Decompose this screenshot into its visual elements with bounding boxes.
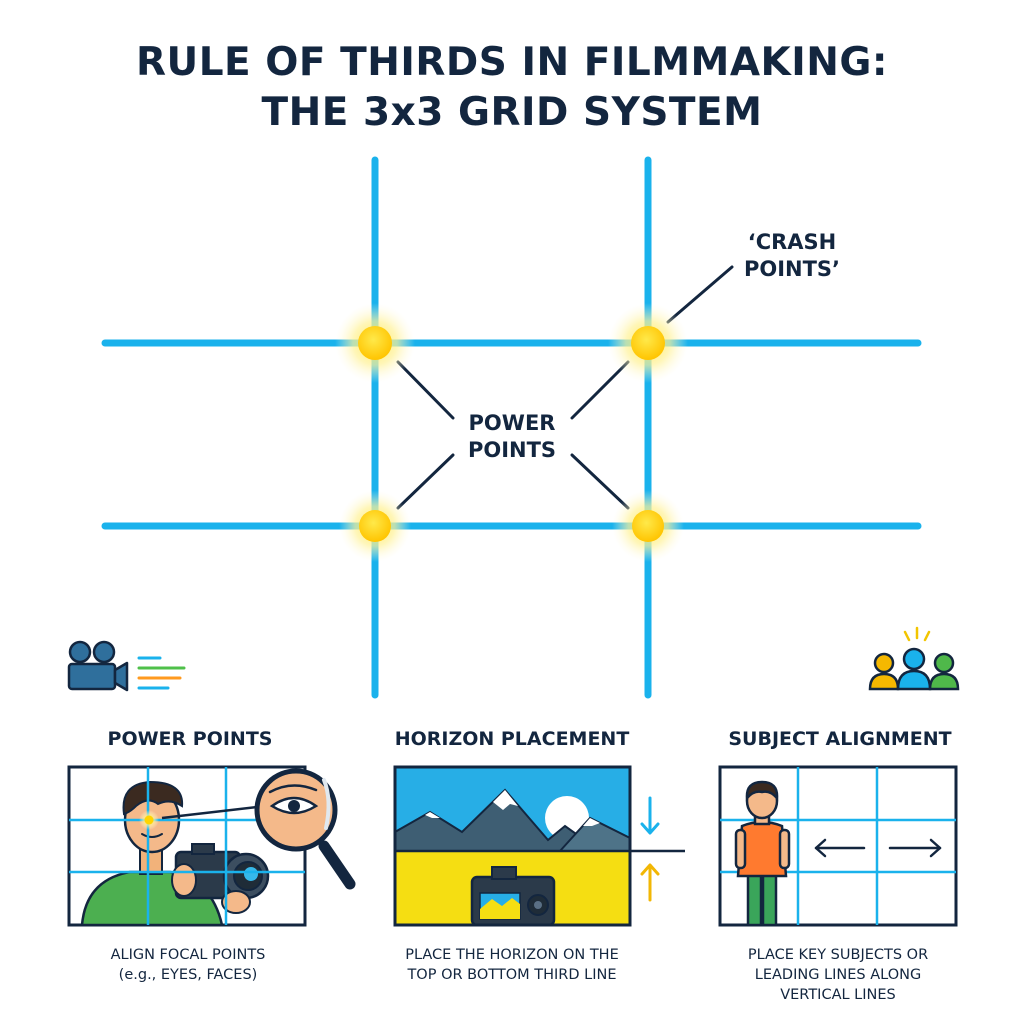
leader-crash <box>666 265 734 324</box>
panel-1-caption-line-1: ALIGN FOCAL POINTS <box>110 947 266 963</box>
crash-label-line-2: POINTS’ <box>744 257 840 281</box>
arrow-up-icon <box>640 863 660 902</box>
sun-icon <box>545 796 589 840</box>
person-icon <box>734 780 791 927</box>
leader-lines <box>396 265 734 510</box>
title-line-1: RULE OF THIRDS IN FILMMAKING: <box>136 40 888 85</box>
arrow-left-icon <box>814 838 866 858</box>
crash-label-line-1: ‘CRASH <box>748 230 837 254</box>
title-line-2: THE 3x3 GRID SYSTEM <box>261 90 763 135</box>
power-label-line-2: POINTS <box>468 438 556 462</box>
panel-1-caption-line-2: (e.g., EYES, FACES) <box>118 967 258 983</box>
leader-top-right <box>570 360 630 420</box>
power-point-bottom-right <box>612 490 684 562</box>
arrow-right-icon <box>888 838 942 858</box>
panel-2-caption: PLACE THE HORIZON ON THE TOP OR BOTTOM T… <box>342 945 682 985</box>
camera-icon <box>171 843 270 914</box>
panel-2-caption-line-2: TOP OR BOTTOM THIRD LINE <box>407 967 617 983</box>
panel-subject-alignment <box>718 765 958 927</box>
leader-top-left <box>396 360 455 420</box>
panel-horizon-placement <box>393 765 685 927</box>
power-label-line-1: POWER <box>469 411 556 435</box>
panel-3-caption: PLACE KEY SUBJECTS OR LEADING LINES ALON… <box>668 945 1008 1005</box>
panel-1-title: POWER POINTS <box>107 728 273 750</box>
camera-icon <box>470 866 556 927</box>
eye-icon <box>268 784 319 815</box>
panel-3-title: SUBJECT ALIGNMENT <box>728 728 952 750</box>
panel-1-leader <box>161 804 267 820</box>
panel-2-frame <box>393 765 632 927</box>
leader-bottom-left <box>396 453 455 510</box>
panel-1-caption: ALIGN FOCAL POINTS (e.g., EYES, FACES) <box>18 945 358 985</box>
power-point-top-left <box>335 303 415 383</box>
power-points <box>335 303 688 562</box>
power-point-top-right <box>608 303 688 383</box>
panel-3-caption-line-2: LEADING LINES ALONG <box>754 967 922 983</box>
power-point-bottom-left <box>339 490 411 562</box>
magnifier-icon <box>254 768 356 890</box>
panel-power-points <box>67 765 356 927</box>
video-camera-icon <box>67 640 186 692</box>
audience-icon <box>868 626 960 691</box>
panel-3-caption-line-3: VERTICAL LINES <box>780 987 896 1003</box>
leader-bottom-right <box>570 453 630 510</box>
page-title: RULE OF THIRDS IN FILMMAKING: THE 3x3 GR… <box>0 38 1024 138</box>
panel-3-caption-line-1: PLACE KEY SUBJECTS OR <box>747 947 929 963</box>
arrow-down-icon <box>640 796 660 835</box>
thirds-grid <box>101 156 922 699</box>
panel-2-caption-line-1: PLACE THE HORIZON ON THE <box>405 947 619 963</box>
panel-2-title: HORIZON PLACEMENT <box>394 728 630 750</box>
